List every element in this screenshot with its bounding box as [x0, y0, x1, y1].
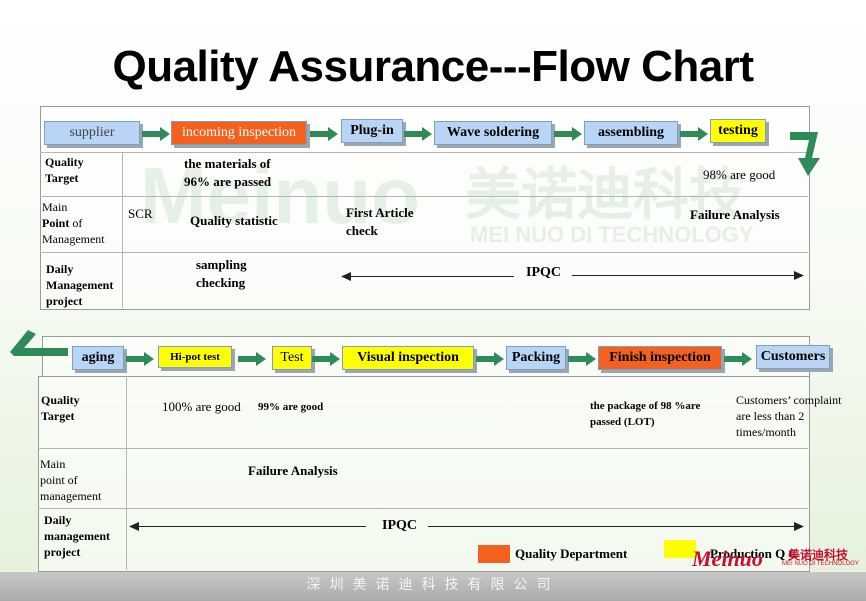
cell-line: sampling: [196, 257, 247, 272]
arrow-left-icon: [129, 522, 139, 531]
step-customers: Customers: [756, 345, 830, 369]
flow-arrow-icon: [404, 127, 432, 141]
step-hi-pot-test: Hi-pot test: [158, 346, 232, 368]
return-arrow-icon: [790, 132, 820, 176]
label-part: Main: [42, 200, 68, 214]
top-label-daily: Daily Management project: [46, 261, 113, 309]
label-part: Daily: [46, 262, 74, 276]
legend-swatch-quality: [478, 545, 510, 563]
arrow-right-icon: [794, 522, 804, 531]
flow-arrow-icon: [126, 352, 154, 366]
top-target-materials: the materials of 96% are passed: [184, 155, 271, 191]
bottom-main-failure-analysis: Failure Analysis: [248, 463, 338, 478]
step-supplier: supplier: [44, 121, 140, 145]
step-test: Test: [272, 346, 312, 370]
logo-cn: 美诺迪科技: [788, 548, 849, 562]
cell-line: passed (LOT): [590, 416, 655, 428]
grid-line: [38, 448, 808, 449]
label-part: management: [40, 489, 102, 503]
step-plug-in: Plug-in: [341, 119, 403, 143]
logo-en: MEI NUO DI TECHNOLOGY: [782, 561, 859, 567]
bottom-label-quality-target: Quality Target: [41, 393, 80, 423]
cell-line: are less than 2: [736, 409, 805, 423]
cell-line: First Article: [346, 205, 414, 220]
grid-line: [122, 152, 123, 308]
slide-title: Quality Assurance---Flow Chart: [112, 42, 754, 91]
label-part: Management: [46, 278, 114, 292]
label-part: Point: [42, 216, 70, 230]
grid-line: [40, 196, 808, 197]
cell-line: the materials of: [184, 156, 271, 171]
top-daily-sampling: sampling checking: [196, 256, 247, 292]
bottom-target-aging: 100% are good: [162, 399, 241, 414]
arrow-right-icon: [794, 271, 804, 280]
flow-arrow-icon: [476, 352, 504, 366]
step-assembling: assembling: [584, 121, 678, 145]
ipqc-line-right: [428, 526, 798, 527]
flow-arrow-icon: [554, 127, 582, 141]
top-label-quality-target: Quality Target: [45, 155, 84, 185]
label-part: Management: [42, 232, 105, 246]
flow-arrow-icon: [568, 352, 596, 366]
ipqc-line-left: [346, 276, 514, 277]
label-part: point of: [40, 473, 78, 487]
grid-line: [126, 376, 127, 570]
return-arrow-icon: [10, 330, 68, 356]
step-aging: aging: [72, 346, 124, 370]
cell-line: the package of 98 %are: [590, 400, 701, 412]
flow-arrow-icon: [312, 352, 340, 366]
top-main-scr: SCR: [128, 206, 153, 221]
bottom-daily-ipqc: IPQC: [382, 518, 417, 533]
label-part: project: [44, 545, 81, 559]
step-visual-inspection: Visual inspection: [342, 346, 474, 370]
legend-swatch-production: [664, 540, 696, 558]
top-main-failure-analysis: Failure Analysis: [690, 207, 780, 222]
cell-line: check: [346, 223, 378, 238]
step-testing: testing: [710, 119, 766, 143]
flow-arrow-icon: [238, 352, 266, 366]
bottom-target-hipot: 99% are good: [258, 401, 324, 413]
legend-label-quality: Quality Department: [515, 546, 628, 561]
flow-arrow-icon: [310, 127, 338, 141]
bottom-target-customers: Customers’ complaint are less than 2 tim…: [736, 392, 841, 440]
label-part: project: [46, 294, 83, 308]
step-finish-inspection: Finish inspection: [598, 346, 722, 370]
label-part: Daily: [44, 513, 72, 527]
label-part: Main: [40, 457, 66, 471]
cell-line: times/month: [736, 425, 796, 439]
footer-company-name: 深圳美诺迪科技有限公司: [0, 572, 866, 601]
company-logo: Meinuo 美诺迪科技 MEI NUO DI TECHNOLOGY: [692, 546, 864, 572]
step-incoming-inspection: incoming inspection: [171, 121, 307, 145]
top-daily-ipqc: IPQC: [526, 265, 561, 280]
legend-label-production: Production Q C: [710, 546, 798, 561]
cell-line: Customers’ complaint: [736, 393, 842, 407]
label-part: management: [44, 529, 110, 543]
flow-arrow-icon: [724, 352, 752, 366]
label-part: of: [72, 216, 83, 230]
bottom-label-main-point: Main point of management: [40, 456, 101, 504]
cell-line: checking: [196, 275, 246, 290]
top-main-first-article: First Article check: [346, 204, 414, 240]
flow-arrow-icon: [680, 127, 708, 141]
cell-line: 96% are passed: [184, 174, 272, 189]
bottom-label-daily: Daily management project: [44, 512, 110, 560]
ipqc-line-left: [134, 526, 366, 527]
bottom-flow-panel: [38, 376, 810, 572]
ipqc-line-right: [572, 275, 798, 276]
arrow-left-icon: [341, 272, 351, 281]
step-packing: Packing: [506, 346, 566, 370]
bottom-target-package: the package of 98 %are passed (LOT): [590, 398, 700, 430]
top-main-quality-statistic: Quality statistic: [190, 213, 278, 228]
step-wave-soldering: Wave soldering: [434, 121, 552, 145]
grid-line: [40, 252, 808, 253]
grid-line: [40, 152, 808, 153]
top-target-testing: 98% are good: [703, 167, 776, 182]
flow-arrow-icon: [142, 127, 170, 141]
logo-brand: Meinuo: [692, 546, 763, 571]
top-label-main-point: Main Point of Management: [42, 199, 105, 247]
grid-line: [38, 508, 808, 509]
